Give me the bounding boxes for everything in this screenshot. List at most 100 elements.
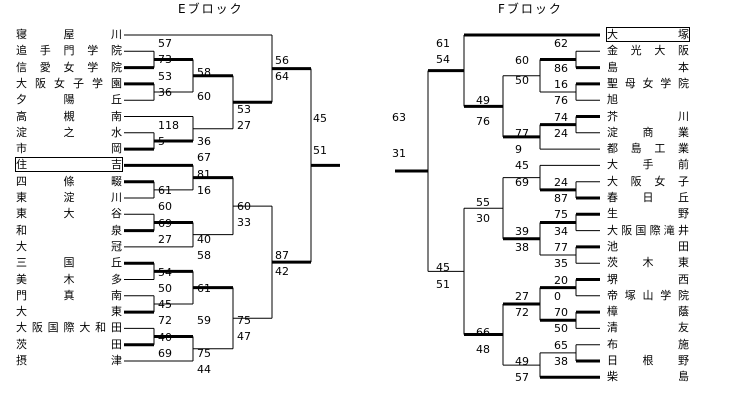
score-f-8: 76: [554, 94, 568, 108]
team-e-6: 高槻南: [16, 109, 122, 123]
score-e-10: 67: [197, 151, 211, 165]
score-f-4: 60: [515, 53, 529, 67]
team-e-3: 信愛女学院: [16, 60, 122, 74]
team-f-19: 清友: [607, 321, 689, 335]
score-e-26: 33: [237, 216, 251, 230]
score-f-15: 63: [392, 110, 406, 124]
score-f-35: 70: [554, 306, 568, 320]
score-f-26: 38: [515, 240, 529, 254]
score-f-6: 50: [515, 73, 529, 87]
score-e-23: 40: [197, 232, 211, 246]
team-f-1: 大塚: [606, 27, 690, 42]
team-e-5: 夕陽丘: [16, 93, 122, 107]
score-f-40: 49: [515, 355, 529, 368]
score-e-33: 40: [158, 330, 172, 344]
score-e-5: 58: [197, 65, 211, 79]
score-f-34: 72: [515, 306, 529, 320]
team-e-20: 茨田: [16, 337, 122, 351]
score-e-29: 61: [197, 281, 211, 295]
team-f-6: 芥川: [607, 109, 689, 123]
team-f-12: 生野: [607, 207, 689, 221]
block-e-title: Eブロック: [178, 2, 244, 16]
team-e-10: 四條畷: [16, 174, 122, 188]
block-f-title: Fブロック: [498, 2, 563, 16]
team-f-9: 大手前: [607, 158, 689, 172]
score-f-38: 48: [476, 342, 490, 356]
score-e-3: 53: [158, 69, 172, 83]
score-f-25: 34: [554, 224, 568, 238]
score-e-36: 44: [197, 363, 211, 376]
score-e-32: 59: [197, 314, 211, 328]
team-f-3: 島本: [607, 60, 689, 74]
team-e-8: 市岡: [16, 142, 122, 156]
score-e-7: 118: [158, 118, 179, 132]
score-e-4: 36: [158, 85, 172, 99]
team-f-8: 都島工業: [607, 142, 689, 156]
score-f-36: 50: [554, 322, 568, 336]
team-e-21: 摂津: [16, 354, 122, 367]
score-e-13: 53: [237, 102, 251, 116]
score-e-9: 36: [197, 135, 211, 149]
team-e-19: 大阪国際大和田: [16, 321, 122, 335]
score-f-9: 49: [476, 94, 490, 108]
score-e-28: 50: [158, 281, 172, 295]
score-f-10: 74: [554, 110, 568, 124]
score-e-24: 58: [197, 248, 211, 262]
score-f-13: 24: [554, 126, 568, 140]
score-f-23: 30: [476, 212, 490, 226]
score-e-21: 69: [158, 216, 172, 230]
score-e-1: 57: [158, 37, 172, 51]
score-e-27: 54: [158, 265, 172, 279]
score-f-21: 55: [476, 196, 490, 209]
team-f-22: 柴島: [607, 370, 689, 384]
team-e-9: 住吉: [15, 157, 123, 173]
score-e-19: 16: [197, 184, 211, 197]
team-e-18: 大東: [16, 305, 122, 319]
score-f-12: 77: [515, 126, 529, 140]
team-e-7: 淀之水: [16, 125, 122, 139]
team-f-14: 池田: [607, 239, 689, 253]
score-f-16: 31: [392, 147, 406, 161]
score-f-17: 45: [515, 159, 529, 173]
score-f-29: 45: [436, 261, 450, 275]
score-e-11: 56: [275, 53, 289, 67]
team-f-18: 樟蔭: [607, 305, 689, 319]
score-e-34: 69: [158, 347, 172, 360]
score-e-12: 64: [275, 69, 289, 83]
team-e-14: 大冠: [16, 239, 122, 253]
team-f-20: 布施: [607, 337, 689, 351]
score-f-18: 69: [515, 175, 529, 189]
team-e-4: 大阪女子学園: [16, 76, 122, 90]
score-f-24: 39: [515, 224, 529, 238]
score-f-39: 65: [554, 338, 568, 352]
score-e-8: 5: [158, 134, 165, 148]
team-e-11: 東淀川: [16, 191, 122, 204]
team-e-2: 追手門学院: [16, 44, 122, 58]
score-e-2: 73: [158, 53, 172, 67]
score-e-22: 27: [158, 232, 172, 246]
score-f-11: 76: [476, 114, 490, 128]
score-f-31: 20: [554, 273, 568, 287]
score-f-1: 61: [436, 37, 450, 51]
score-e-15: 45: [313, 111, 327, 125]
score-e-14: 27: [237, 118, 251, 132]
score-f-33: 0: [554, 289, 561, 303]
score-f-7: 16: [554, 77, 568, 91]
score-e-35: 75: [197, 346, 211, 360]
score-f-14: 9: [515, 143, 522, 157]
score-f-28: 35: [554, 257, 568, 271]
score-e-40: 42: [275, 265, 289, 279]
score-f-37: 66: [476, 326, 490, 340]
score-e-18: 61: [158, 184, 172, 197]
score-e-38: 47: [237, 330, 251, 344]
team-f-16: 堺西: [607, 272, 689, 286]
score-f-20: 87: [554, 192, 568, 205]
score-e-31: 72: [158, 314, 172, 328]
score-f-3: 62: [554, 37, 568, 51]
score-f-30: 51: [436, 277, 450, 291]
team-f-13: 大阪国際滝井: [607, 223, 689, 237]
team-f-15: 茨木東: [607, 256, 689, 270]
score-f-2: 54: [436, 53, 450, 67]
